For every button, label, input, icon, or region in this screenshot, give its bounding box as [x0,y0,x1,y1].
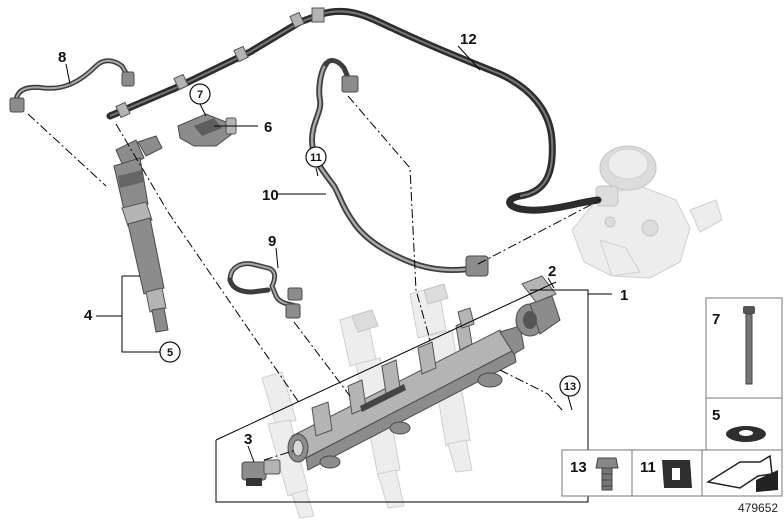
legend-label-13: 13 [570,459,587,476]
legend-label-7: 7 [712,311,720,328]
circled-ref-11: 11 [310,152,322,164]
high-pressure-pump-ghost [571,145,723,279]
callouts: 1 2 3 4 6 8 9 10 12 [58,31,628,448]
circled-ref-7: 7 [197,89,203,101]
callout-9: 9 [268,233,276,250]
callout-3: 3 [244,431,252,448]
part-2-pressure-control-valve [515,275,561,337]
part-1-fuel-rail [287,307,525,471]
washer-icon [726,426,766,442]
part-9-short-pipe [227,261,303,319]
leader-lines [65,45,612,463]
callout-12: 12 [460,31,477,48]
legend-label-11: 11 [640,459,656,476]
callout-4: 4 [84,307,93,324]
callout-2: 2 [548,263,556,280]
circled-ref-13: 13 [564,381,576,393]
grommet-icon [662,460,692,488]
legend-label-5: 5 [712,407,720,424]
image-number: 479652 [738,501,778,515]
circled-references: 7 11 5 13 [159,83,581,397]
circled-ref-5: 5 [167,347,173,359]
part-3-rail-pressure-sensor [241,459,281,486]
assembly-lines [27,95,601,461]
small-parts-legend: 7 5 13 11 [561,297,783,497]
callout-6: 6 [264,119,272,136]
rail-group-frame [215,281,589,503]
callout-8: 8 [58,49,66,66]
screw-icon [595,457,619,491]
arrow-icon [705,454,778,492]
part-12-leak-oil-line [106,7,602,214]
part-8-injector-line [9,58,135,113]
bolt-icon [743,306,755,385]
callout-10: 10 [262,187,279,204]
part-10-high-pressure-pipe [309,58,489,277]
part-6-holder [177,113,237,147]
part-4-injector [113,135,169,333]
callout-1: 1 [620,287,628,304]
